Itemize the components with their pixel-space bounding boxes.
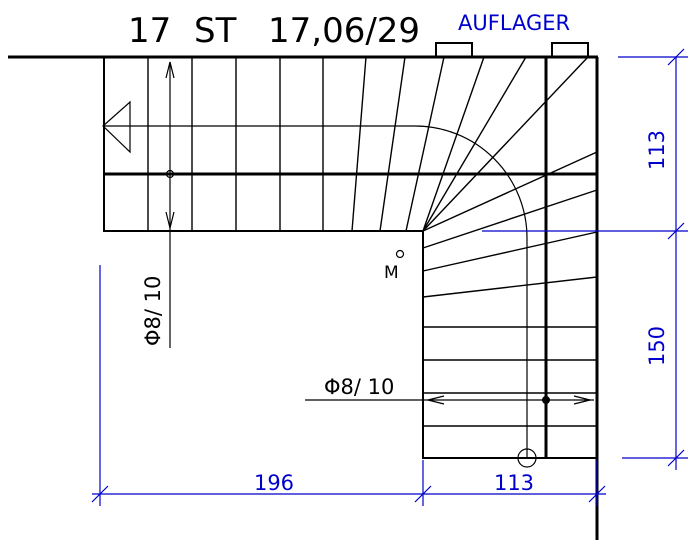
walking-line-start-circle (517, 448, 537, 468)
dimension-right-upper: 113 (645, 130, 669, 170)
step-unit: ST (194, 11, 237, 51)
dimension-right-lower: 150 (645, 326, 669, 366)
step-count: 17 (128, 11, 171, 51)
step-ratio: 17,06/29 (268, 11, 420, 51)
walking-line (104, 125, 528, 458)
rebar-label-upper: Φ8/ 10 (141, 276, 165, 346)
rebar-range-upper (165, 61, 175, 348)
upper-flight-treads (147, 57, 324, 231)
dimension-bottom-left: 196 (254, 471, 294, 495)
support-label: AUFLAGER (458, 11, 570, 35)
walking-line-arrow (102, 100, 131, 154)
rebar-range-lower (305, 395, 594, 405)
lower-flight-treads (423, 326, 597, 427)
dimension-lines (91, 48, 688, 506)
dimension-bottom-right: 113 (494, 471, 534, 495)
winder-treads (351, 56, 598, 298)
rebar-label-lower: Φ8/ 10 (324, 375, 394, 399)
center-mark-label: M (384, 263, 399, 283)
center-mark-circle (395, 249, 405, 259)
